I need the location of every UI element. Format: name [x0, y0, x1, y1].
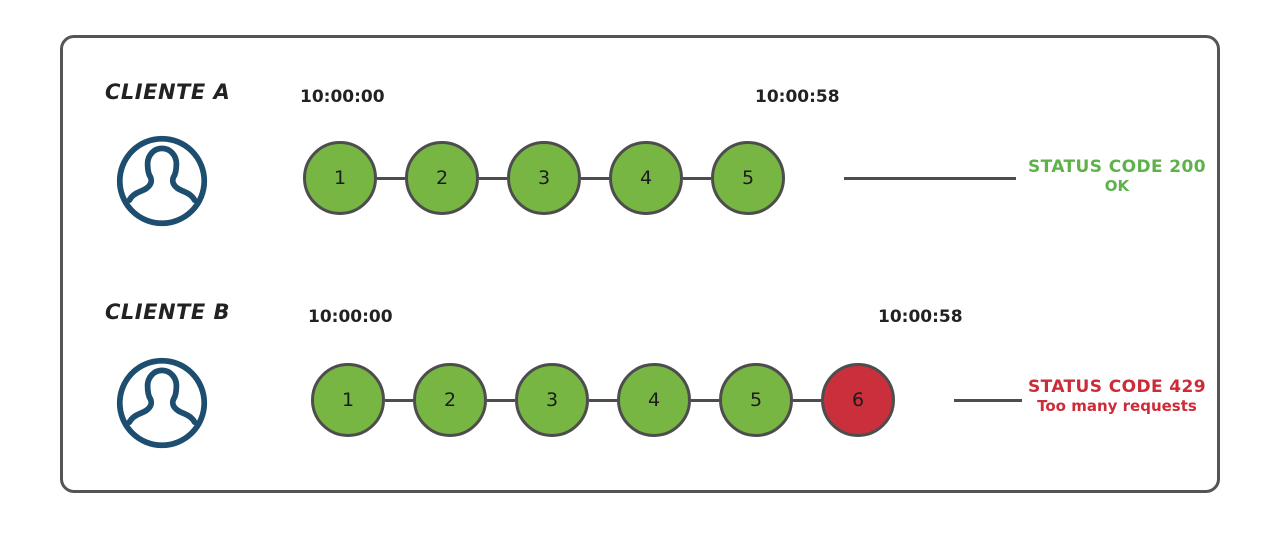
- diagram-frame: [60, 35, 1220, 493]
- status-reason-text: OK: [1104, 176, 1130, 195]
- status-link: [954, 399, 1022, 402]
- request-node-cliente-b-6: 6: [821, 363, 895, 437]
- request-link: [793, 399, 821, 402]
- request-link: [479, 177, 507, 180]
- status-link: [844, 177, 1016, 180]
- request-link: [377, 177, 405, 180]
- request-node-cliente-b-1: 1: [311, 363, 385, 437]
- user-avatar-icon: [114, 355, 210, 451]
- request-node-cliente-a-4: 4: [609, 141, 683, 215]
- request-link: [589, 399, 617, 402]
- timestamp-cliente-b-start: 10:00:00: [308, 307, 393, 327]
- user-avatar-icon: [114, 133, 210, 229]
- client-label-cliente-b: CLIENTE B: [105, 300, 231, 324]
- request-link: [581, 177, 609, 180]
- request-node-cliente-b-5: 5: [719, 363, 793, 437]
- request-node-cliente-a-5: 5: [711, 141, 785, 215]
- request-link: [691, 399, 719, 402]
- status-reason-text: Too many requests: [1037, 396, 1197, 415]
- request-node-cliente-b-4: 4: [617, 363, 691, 437]
- client-label-cliente-a: CLIENTE A: [105, 80, 231, 104]
- timestamp-cliente-b-end: 10:00:58: [878, 307, 963, 327]
- request-node-cliente-b-3: 3: [515, 363, 589, 437]
- timestamp-cliente-a-start: 10:00:00: [300, 87, 385, 107]
- request-node-cliente-a-1: 1: [303, 141, 377, 215]
- request-node-cliente-b-2: 2: [413, 363, 487, 437]
- request-node-cliente-a-2: 2: [405, 141, 479, 215]
- request-link: [683, 177, 711, 180]
- request-link: [385, 399, 413, 402]
- request-link: [487, 399, 515, 402]
- timestamp-cliente-a-end: 10:00:58: [755, 87, 840, 107]
- status-code-text: STATUS CODE 429: [1028, 377, 1206, 397]
- request-node-cliente-a-3: 3: [507, 141, 581, 215]
- status-code-text: STATUS CODE 200: [1028, 157, 1206, 177]
